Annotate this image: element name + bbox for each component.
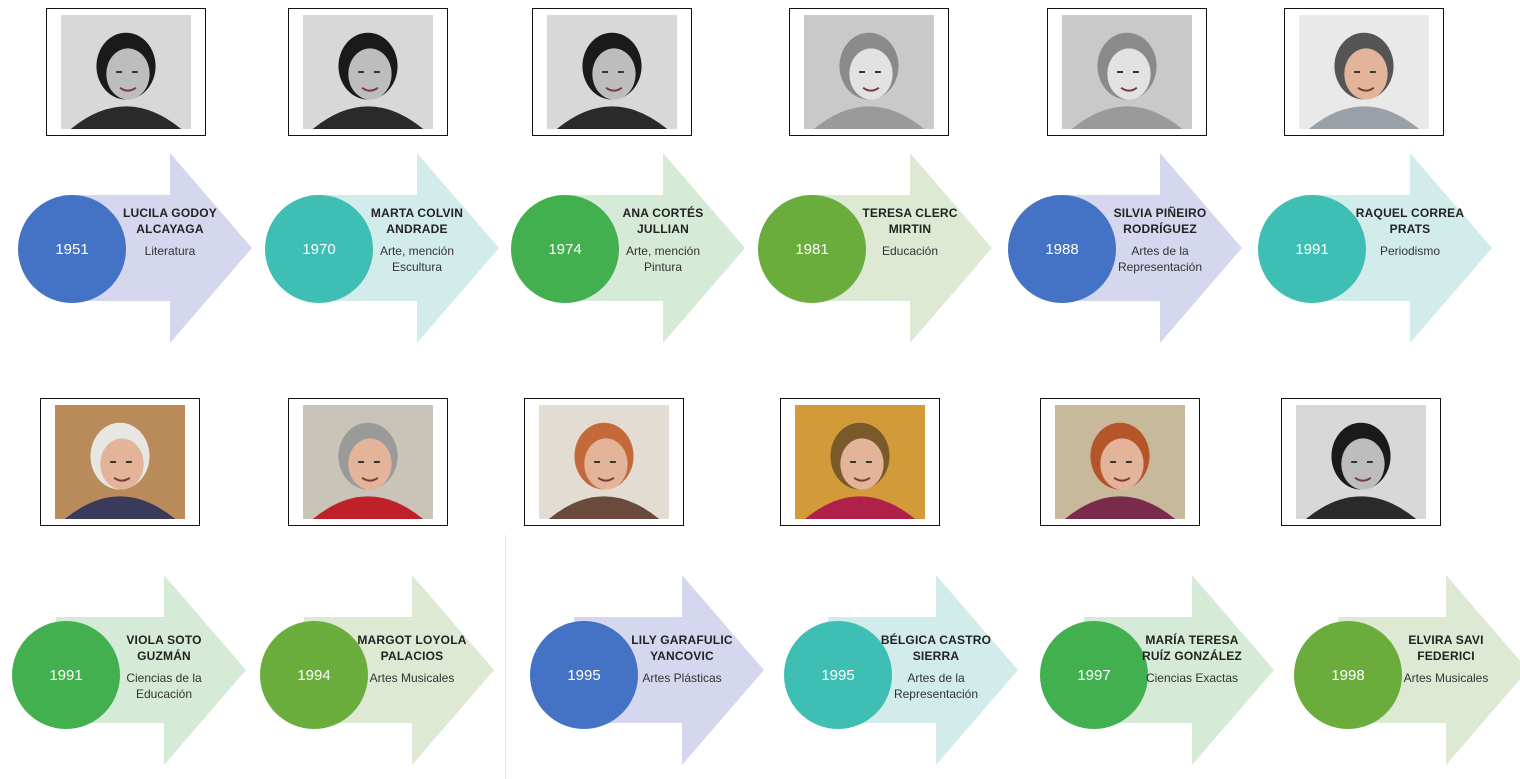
portrait-frame [1047, 8, 1207, 136]
laureate-name: LUCILA GODOY ALCAYAGA [123, 206, 217, 236]
year-label: 1974 [548, 240, 582, 258]
laureate-name: LILY GARAFULIC YANCOVIC [631, 633, 733, 663]
year-circle: 1997 [1040, 621, 1148, 729]
award-field: Periodismo [1379, 244, 1441, 258]
laureate-name: TERESA CLERC MIRTIN [862, 206, 958, 236]
year-label: 1998 [1331, 666, 1365, 684]
timeline-arrow [555, 153, 745, 343]
year-label: 1991 [1295, 240, 1329, 258]
award-label: LUCILA GODOY ALCAYAGA Literatura [114, 205, 226, 259]
award-field: Arte, mención Pintura [625, 244, 701, 274]
year-circle: 1995 [784, 621, 892, 729]
portrait-frame [288, 398, 448, 526]
section-divider [505, 535, 506, 779]
year-circle: 1981 [758, 195, 866, 303]
portrait-frame [780, 398, 940, 526]
timeline-arrow [1052, 153, 1242, 343]
year-circle: 1970 [265, 195, 373, 303]
portrait-photo [795, 405, 925, 519]
year-label: 1970 [302, 240, 336, 258]
laureate-name: MARÍA TERESA RUÍZ GONZÁLEZ [1142, 633, 1242, 663]
award-field: Artes de la Representación [893, 671, 979, 701]
award-label: BÉLGICA CASTRO SIERRA Artes de la Repres… [880, 632, 992, 702]
timeline-arrow [1084, 575, 1274, 765]
year-circle: 1974 [511, 195, 619, 303]
award-label: ANA CORTÉS JULLIAN Arte, mención Pintura [607, 205, 719, 275]
laureate-name: ELVIRA SAVI FEDERICI [1408, 633, 1484, 663]
timeline-arrow [802, 153, 992, 343]
award-label: MARGOT LOYOLA PALACIOS Artes Musicales [356, 632, 468, 686]
timeline-arrow [574, 575, 764, 765]
portrait-photo [1299, 15, 1429, 129]
year-label: 1997 [1077, 666, 1111, 684]
timeline-arrow [304, 575, 494, 765]
award-label: LILY GARAFULIC YANCOVIC Artes Plásticas [626, 632, 738, 686]
award-field: Arte, mención Escultura [379, 244, 455, 274]
award-label: MARÍA TERESA RUÍZ GONZÁLEZ Ciencias Exac… [1136, 632, 1248, 686]
laureate-name: MARGOT LOYOLA PALACIOS [357, 633, 467, 663]
portrait-frame [288, 8, 448, 136]
laureate-name: MARTA COLVIN ANDRADE [370, 206, 464, 236]
portrait-photo [804, 15, 934, 129]
award-label: TERESA CLERC MIRTIN Educación [854, 205, 966, 259]
portrait-photo [303, 15, 433, 129]
portrait-photo [547, 15, 677, 129]
award-label: VIOLA SOTO GUZMÁN Ciencias de la Educaci… [108, 632, 220, 702]
year-circle: 1991 [1258, 195, 1366, 303]
award-field: Artes Plásticas [642, 671, 722, 685]
year-label: 1988 [1045, 240, 1079, 258]
laureate-name: ANA CORTÉS JULLIAN [622, 206, 704, 236]
award-label: MARTA COLVIN ANDRADE Arte, mención Escul… [361, 205, 473, 275]
award-field: Artes Musicales [1403, 671, 1489, 685]
year-circle: 1995 [530, 621, 638, 729]
timeline-arrow [56, 575, 246, 765]
award-field: Ciencias de la Educación [126, 671, 202, 701]
year-circle: 1951 [18, 195, 126, 303]
award-field: Ciencias Exactas [1145, 671, 1239, 685]
year-label: 1981 [795, 240, 829, 258]
portrait-photo [539, 405, 669, 519]
year-circle: 1991 [12, 621, 120, 729]
portrait-photo [303, 405, 433, 519]
year-label: 1995 [567, 666, 601, 684]
laureate-name: VIOLA SOTO GUZMÁN [126, 633, 202, 663]
year-label: 1994 [297, 666, 331, 684]
year-label: 1995 [821, 666, 855, 684]
year-circle: 1988 [1008, 195, 1116, 303]
portrait-photo [55, 405, 185, 519]
portrait-photo [1296, 405, 1426, 519]
award-label: RAQUEL CORREA PRATS Periodismo [1354, 205, 1466, 259]
timeline-arrow [1338, 575, 1520, 765]
portrait-frame [532, 8, 692, 136]
award-label: ELVIRA SAVI FEDERICI Artes Musicales [1390, 632, 1502, 686]
timeline-arrow [309, 153, 499, 343]
award-label: SILVIA PIÑEIRO RODRÍGUEZ Artes de la Rep… [1104, 205, 1216, 275]
award-field: Artes Musicales [369, 671, 455, 685]
award-field: Artes de la Representación [1117, 244, 1203, 274]
timeline-arrow [828, 575, 1018, 765]
laureate-name: RAQUEL CORREA PRATS [1355, 206, 1465, 236]
portrait-photo [1062, 15, 1192, 129]
year-circle: 1994 [260, 621, 368, 729]
portrait-photo [1055, 405, 1185, 519]
portrait-frame [46, 8, 206, 136]
year-label: 1951 [55, 240, 89, 258]
timeline-arrow [1302, 153, 1492, 343]
portrait-photo [61, 15, 191, 129]
timeline-arrow [62, 153, 252, 343]
laureate-name: BÉLGICA CASTRO SIERRA [880, 633, 992, 663]
portrait-frame [1040, 398, 1200, 526]
award-field: Educación [881, 244, 939, 258]
portrait-frame [1284, 8, 1444, 136]
year-circle: 1998 [1294, 621, 1402, 729]
portrait-frame [789, 8, 949, 136]
year-label: 1991 [49, 666, 83, 684]
portrait-frame [1281, 398, 1441, 526]
laureate-name: SILVIA PIÑEIRO RODRÍGUEZ [1113, 206, 1207, 236]
award-field: Literatura [144, 244, 196, 258]
portrait-frame [40, 398, 200, 526]
portrait-frame [524, 398, 684, 526]
